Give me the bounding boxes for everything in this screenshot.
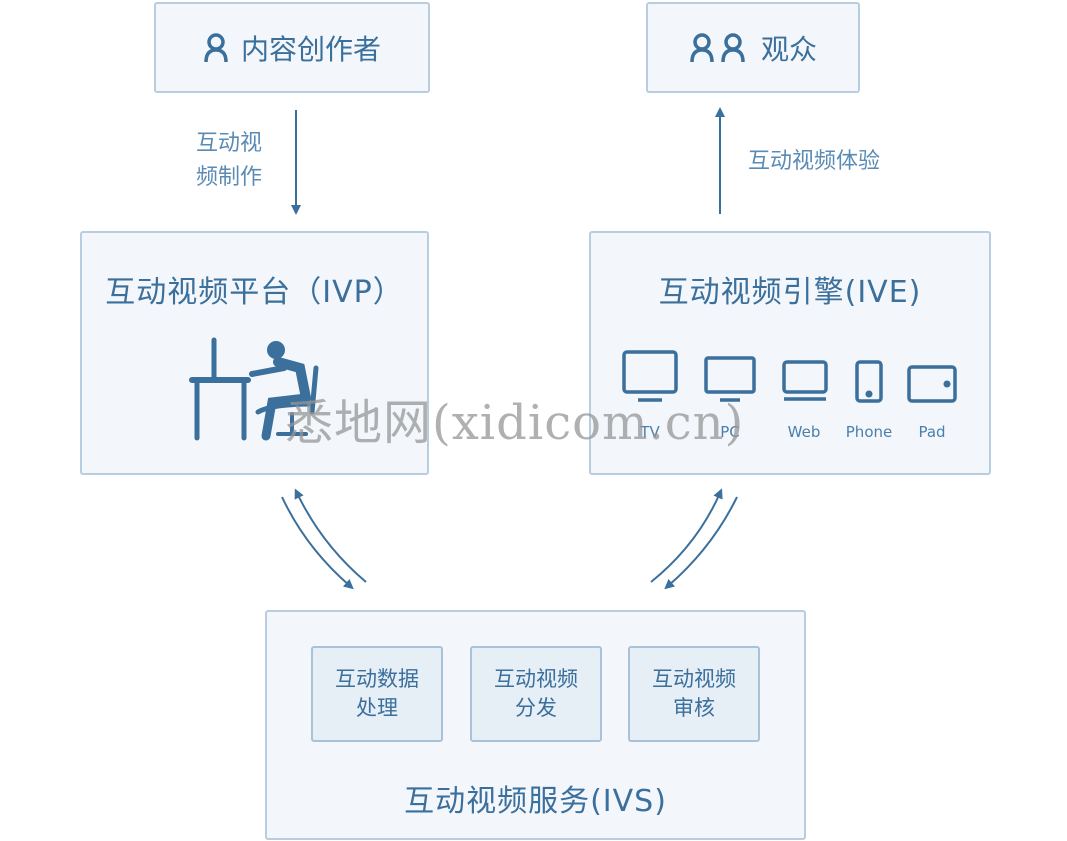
- ivp-title: 互动视频平台（IVP）: [105, 275, 404, 310]
- tv-icon: [622, 350, 678, 402]
- arrow-ivp-to-ivs: [281, 496, 354, 590]
- person-icon: [204, 32, 228, 62]
- device-label-pad: Pad: [918, 423, 946, 441]
- ive-title: 互动视频引擎(IVE): [658, 275, 922, 310]
- creator-node: 内容创作者: [154, 2, 430, 93]
- watermark-text: 悉地网(xidicom.cn): [285, 395, 745, 451]
- production-edge-label: 互动视 频制作: [196, 131, 263, 190]
- device-label-tv: TV: [640, 423, 660, 441]
- ivs-component-data-processing: 互动数据 处理: [311, 646, 443, 742]
- pad-icon: [907, 365, 957, 403]
- pc-icon: [704, 356, 756, 402]
- experience-edge-label: 互动视频体验: [748, 149, 881, 174]
- ivs-component-review: 互动视频 审核: [628, 646, 760, 742]
- arrow-ivs-to-ivp: [294, 488, 367, 583]
- workstation-icon: [189, 337, 319, 441]
- audience-label: 观众: [760, 32, 817, 66]
- ivp-node: 互动视频平台（IVP）: [80, 231, 429, 475]
- ivs-component-distribution: 互动视频 分发: [470, 646, 602, 742]
- web-icon: [782, 360, 828, 401]
- creator-label: 内容创作者: [240, 32, 381, 66]
- phone-icon: [855, 360, 883, 403]
- people-icon: [690, 32, 745, 62]
- arrow-ivs-to-ive: [650, 488, 723, 583]
- ivs-title: 互动视频服务(IVS): [404, 784, 667, 819]
- audience-node: 观众: [646, 2, 860, 93]
- device-label-phone: Phone: [845, 423, 893, 441]
- arrow-ive-to-ivs: [664, 496, 738, 590]
- device-label-web: Web: [787, 423, 821, 441]
- device-label-pc: PC: [720, 423, 740, 441]
